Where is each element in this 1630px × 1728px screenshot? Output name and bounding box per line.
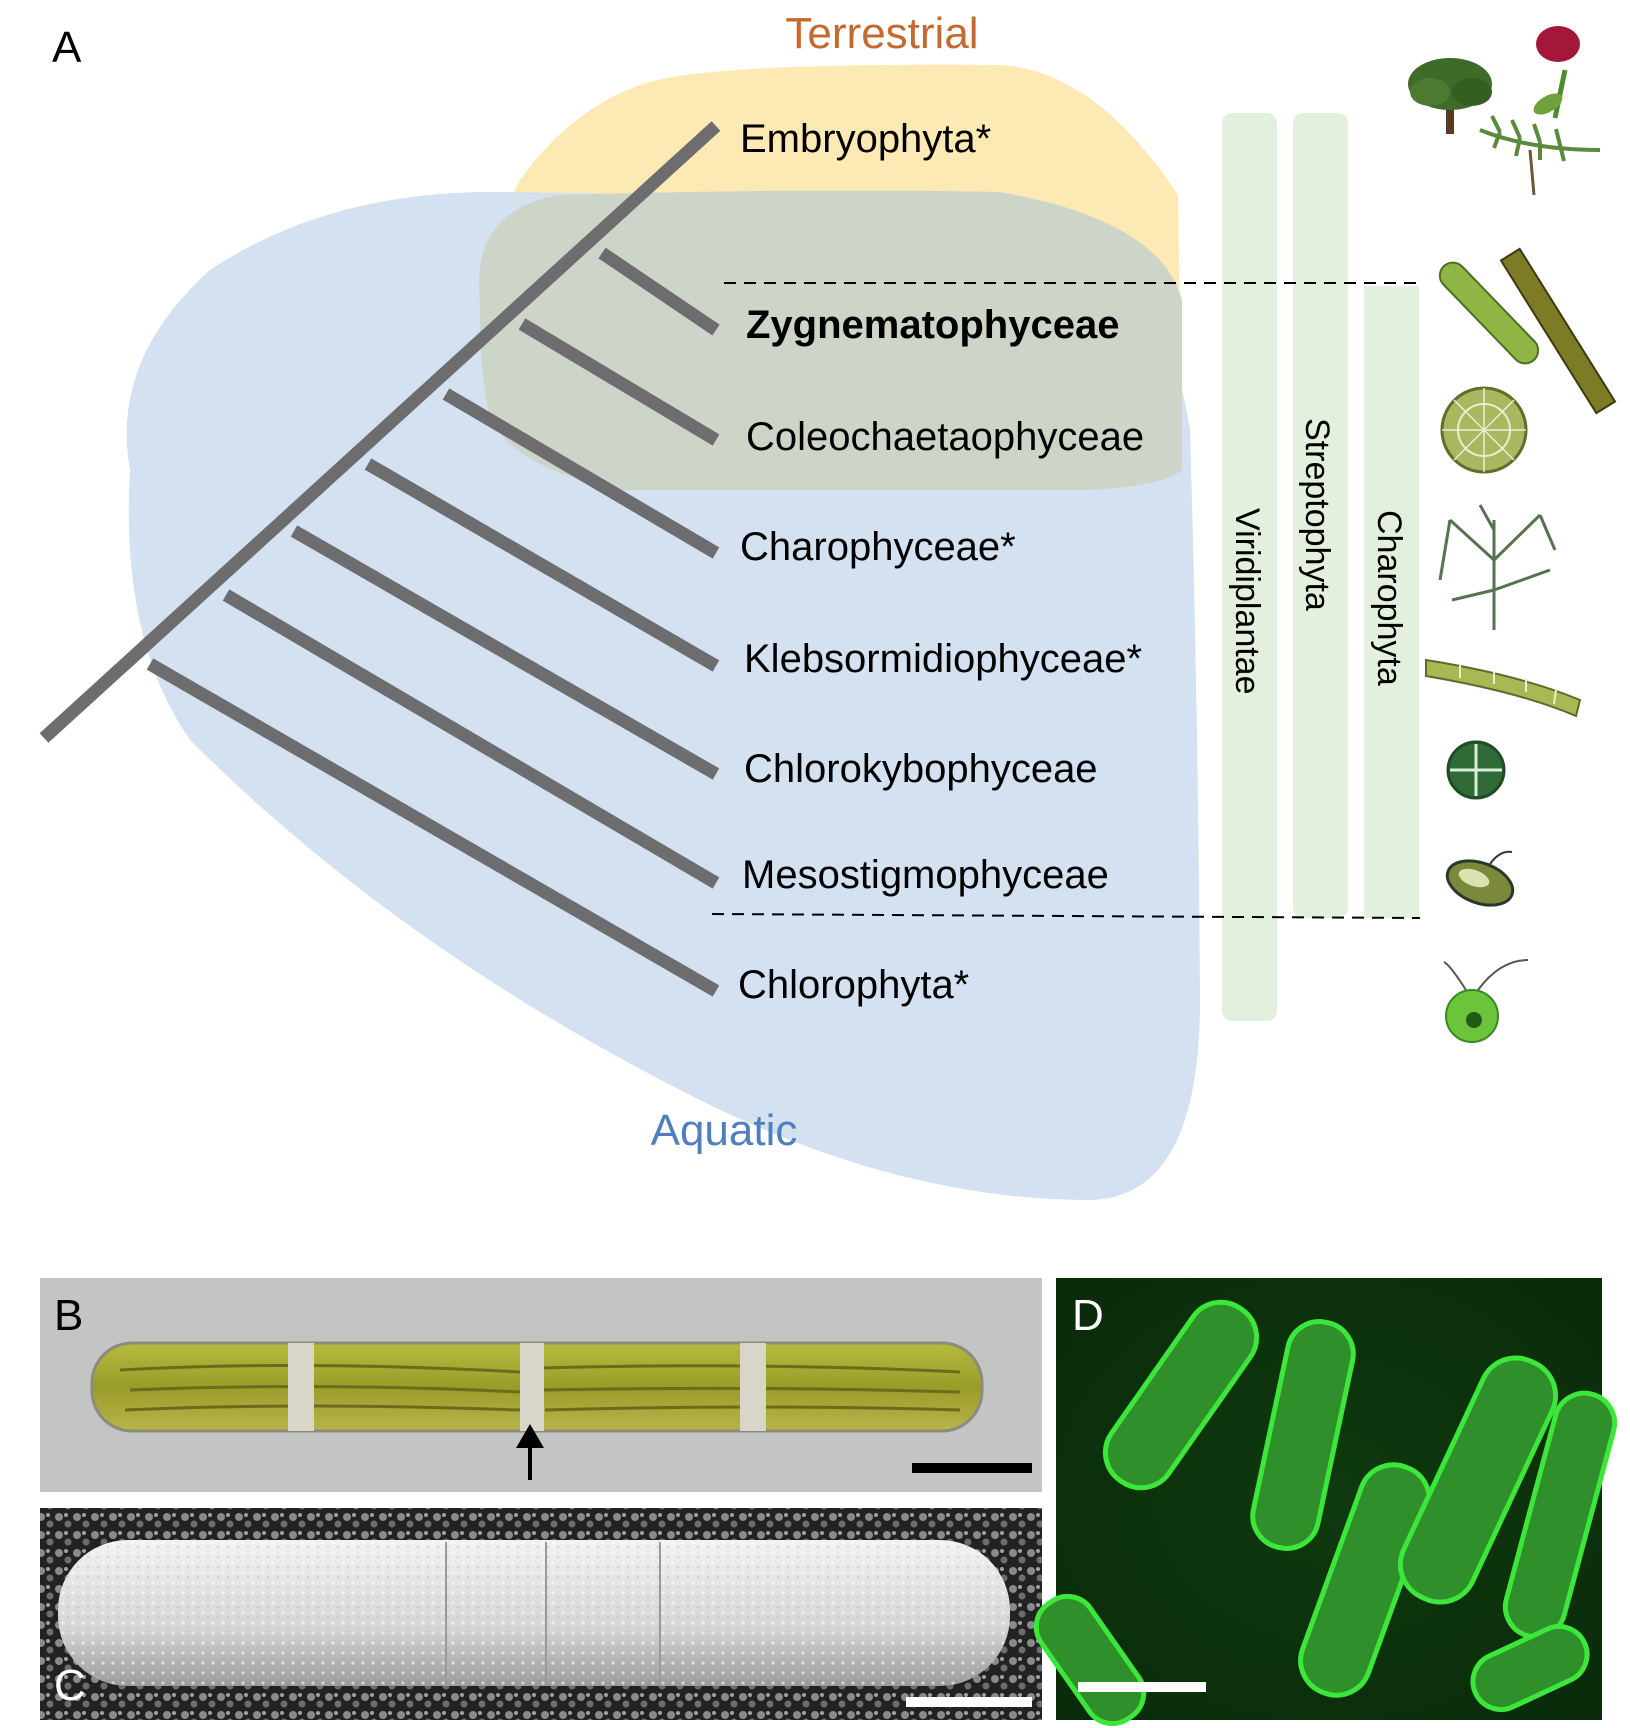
branch-klebsormidiophyceae bbox=[364, 458, 720, 672]
scale-bar-c bbox=[906, 1697, 1032, 1707]
taxon-klebsormidiophyceae: Klebsormidiophyceae* bbox=[744, 637, 1142, 681]
dashed-line-lower bbox=[711, 913, 1421, 919]
panel-d: D bbox=[1033, 1278, 1618, 1727]
clade-bar-charophyta bbox=[1364, 286, 1419, 918]
panel-d-label: D bbox=[1072, 1291, 1104, 1340]
clade-bar-viridiplantae bbox=[1222, 113, 1277, 1021]
sem-filament bbox=[58, 1540, 1010, 1686]
panel-c-label: C bbox=[54, 1661, 86, 1710]
division-arrow bbox=[516, 1424, 544, 1480]
panel-c: C bbox=[40, 1508, 1042, 1720]
taxon-chlorophyta: Chlorophyta* bbox=[738, 963, 969, 1007]
phylogenetic-tree bbox=[39, 121, 721, 997]
panel-b: B bbox=[40, 1278, 1042, 1492]
branch-chlorokybophyceae bbox=[290, 525, 720, 780]
klebsormidium-filament-icon bbox=[1425, 658, 1582, 718]
panel-a-label: A bbox=[52, 23, 82, 72]
land-plants-icon bbox=[1408, 26, 1601, 196]
clade-bar-streptophyta bbox=[1293, 113, 1348, 918]
taxon-chlorokybophyceae: Chlorokybophyceae bbox=[744, 747, 1098, 791]
disc-alga-icon bbox=[1440, 386, 1528, 474]
branch-charophyceae bbox=[442, 388, 720, 559]
terrestrial-label: Terrestrial bbox=[785, 9, 978, 58]
taxon-mesostigmophyceae: Mesostigmophyceae bbox=[742, 853, 1109, 897]
taxon-zygnematophyceae: Zygnematophyceae bbox=[746, 303, 1119, 347]
aquatic-label: Aquatic bbox=[651, 1106, 798, 1155]
chlorokybus-icon bbox=[1446, 740, 1506, 800]
filamentous-alga-icon bbox=[1438, 247, 1617, 415]
chlamydomonas-icon bbox=[1443, 959, 1529, 1043]
filament-micrograph bbox=[90, 1341, 984, 1433]
taxon-embryophyta: Embryophyta* bbox=[740, 117, 991, 161]
clade-label-charophyta: Charophyta bbox=[1370, 510, 1408, 686]
scale-bar-d bbox=[1078, 1682, 1206, 1692]
scale-bar-b bbox=[912, 1463, 1032, 1473]
overlap-region bbox=[479, 190, 1182, 490]
tree-trunk bbox=[39, 121, 721, 743]
panel-b-label: B bbox=[54, 1291, 83, 1340]
panel-a: A Terrestrial Aquatic Embryophyta* Zygne… bbox=[39, 9, 1617, 1200]
branch-coleochaetaophyceae bbox=[518, 318, 720, 446]
branch-zygnematophyceae bbox=[598, 247, 720, 336]
chara-icon bbox=[1438, 504, 1557, 630]
branch-chlorophyta bbox=[146, 658, 720, 997]
taxon-charophyceae: Charophyceae* bbox=[740, 525, 1016, 569]
mesostigma-icon bbox=[1445, 850, 1515, 907]
taxon-coleochaetaophyceae: Coleochaetaophyceae bbox=[746, 415, 1144, 459]
clade-label-streptophyta: Streptophyta bbox=[1298, 418, 1336, 611]
fluorescent-cells bbox=[1033, 1299, 1618, 1727]
clade-label-viridiplantae: Viridiplantae bbox=[1228, 508, 1266, 695]
branch-mesostigmophyceae bbox=[222, 589, 720, 889]
